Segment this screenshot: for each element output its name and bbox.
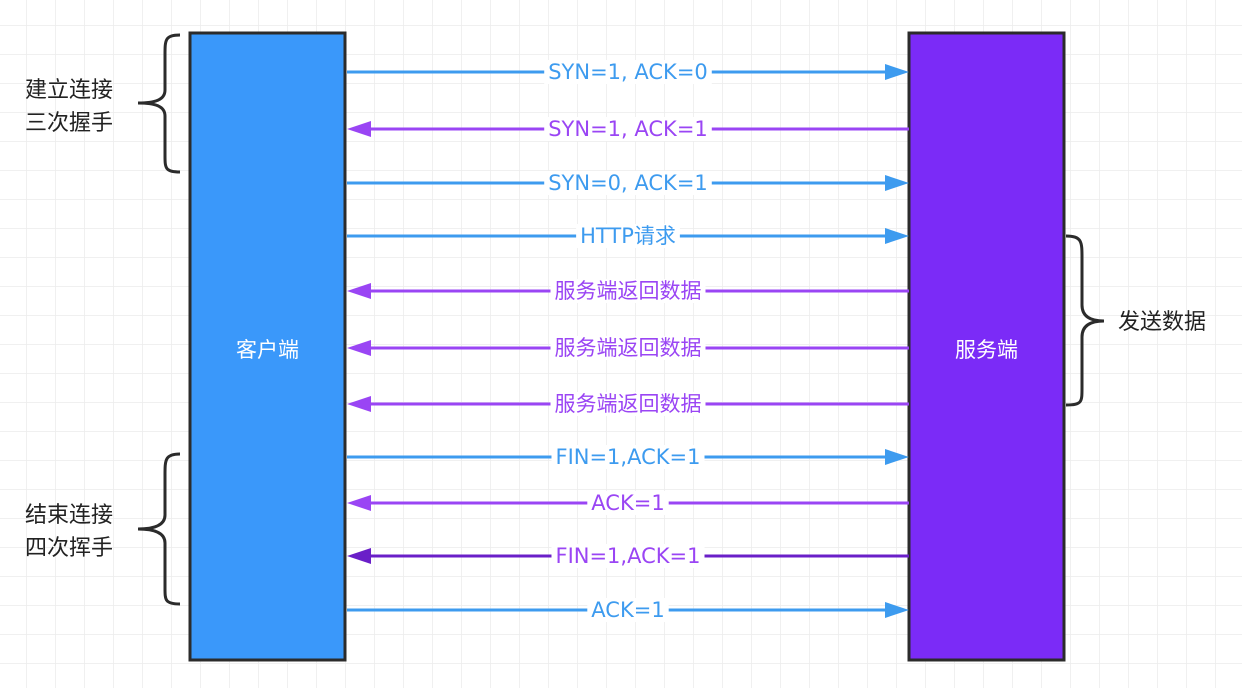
message-arrow[interactable]: ACK=1 [347,598,909,622]
connect-brace [137,33,181,174]
arrow-head [885,64,909,80]
label-background [551,445,705,469]
arrow-head [347,283,371,299]
label-background [544,171,712,195]
message-label: ACK=1 [591,598,664,622]
arrow-head [885,449,909,465]
close-label-line2: 四次挥手 [25,536,113,561]
data-brace [1065,234,1105,407]
message-arrow[interactable]: FIN=1,ACK=1 [347,544,909,568]
close-brace [137,452,181,606]
client-box[interactable] [188,31,347,662]
arrow-head [885,175,909,191]
message-label: 服务端返回数据 [555,336,702,360]
message-arrow[interactable]: 服务端返回数据 [347,336,909,360]
message-arrow[interactable]: SYN=1, ACK=0 [347,60,909,84]
label-background [550,392,706,416]
connect-label-line1: 建立连接 [25,78,113,103]
message-arrow[interactable]: SYN=1, ACK=1 [347,117,909,141]
arrow-head [347,495,371,511]
arrow-head [347,396,371,412]
message-label: FIN=1,ACK=1 [555,445,700,469]
server-label: 服务端 [955,338,1018,362]
message-label: SYN=1, ACK=0 [548,60,708,84]
label-background [587,598,669,622]
message-label: 服务端返回数据 [555,392,702,416]
label-background [550,336,706,360]
arrow-head [347,340,371,356]
message-label: FIN=1,ACK=1 [555,544,700,568]
client-label: 客户端 [236,338,299,362]
message-label: SYN=1, ACK=1 [548,117,708,141]
label-background [551,544,705,568]
label-background [576,224,680,248]
label-background [544,117,712,141]
connect-label-line2: 三次握手 [25,111,113,136]
message-label: HTTP请求 [580,224,676,248]
label-background [544,60,712,84]
arrow-head [347,121,371,137]
message-arrow[interactable]: HTTP请求 [347,224,909,248]
label-background [550,279,706,303]
message-arrow[interactable]: 服务端返回数据 [347,392,909,416]
server-box[interactable] [907,31,1066,662]
label-background [587,491,669,515]
message-label: SYN=0, ACK=1 [548,171,708,195]
message-label: 服务端返回数据 [555,279,702,303]
close-label-line1: 结束连接 [25,503,113,528]
message-arrow[interactable]: ACK=1 [347,491,909,515]
arrow-head [347,548,371,564]
arrow-head [885,228,909,244]
message-arrow[interactable]: SYN=0, ACK=1 [347,171,909,195]
arrow-head [885,602,909,618]
message-arrow[interactable]: FIN=1,ACK=1 [347,445,909,469]
message-label: ACK=1 [591,491,664,515]
data-label: 发送数据 [1118,310,1206,335]
message-arrow[interactable]: 服务端返回数据 [347,279,909,303]
